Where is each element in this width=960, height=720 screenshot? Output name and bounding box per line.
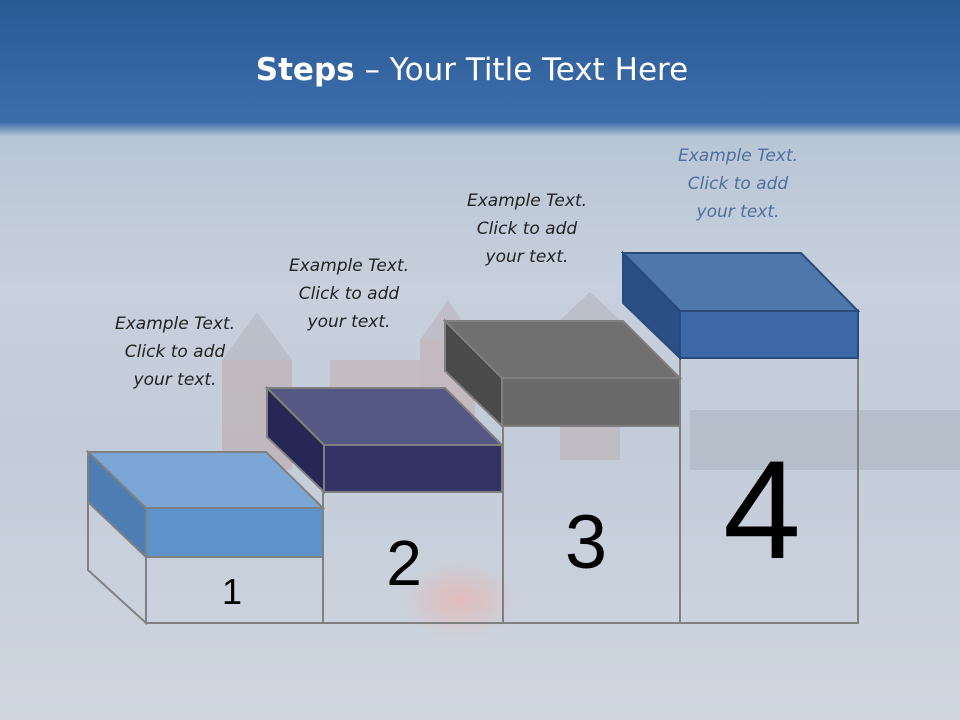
step-3-caption-line: Click to add — [476, 219, 578, 239]
step-4-front — [679, 310, 859, 359]
step-2-caption-line: your text. — [307, 312, 391, 332]
step-3-caption-line: your text. — [485, 247, 569, 267]
step-3-number: 3 — [565, 500, 607, 585]
step-4-caption[interactable]: Example Text. Click to add your text. — [643, 142, 833, 226]
step-1-caption-line: your text. — [133, 370, 217, 390]
step-2-caption-line: Click to add — [298, 284, 400, 304]
step-1-caption-line: Click to add — [124, 342, 226, 362]
step-2-caption-line: Example Text. — [288, 256, 410, 276]
slide-title[interactable]: Steps – Your Title Text Here — [0, 52, 944, 88]
step-4-caption-line: Click to add — [687, 174, 789, 194]
step-2-caption[interactable]: Example Text. Click to add your text. — [254, 252, 444, 336]
step-1-caption[interactable]: Example Text. Click to add your text. — [80, 310, 270, 394]
step-3-caption[interactable]: Example Text. Click to add your text. — [432, 187, 622, 271]
step-2-front — [323, 444, 503, 493]
step-1-number: 1 — [222, 571, 242, 612]
step-1-caption-line: Example Text. — [114, 314, 236, 334]
step-4-caption-line: your text. — [696, 202, 780, 222]
step-4-number: 4 — [723, 431, 801, 588]
step-1-block[interactable] — [85, 449, 326, 560]
step-1-front — [145, 507, 324, 558]
title-rest: – Your Title Text Here — [354, 52, 689, 88]
step-3-block[interactable] — [442, 318, 683, 429]
step-2-number: 2 — [386, 527, 422, 599]
step-4-block[interactable] — [620, 250, 861, 361]
step-2-block[interactable] — [264, 385, 505, 495]
step-4-caption-line: Example Text. — [677, 146, 799, 166]
step-3-front — [501, 377, 681, 427]
step-3-caption-line: Example Text. — [466, 191, 588, 211]
title-bold: Steps — [255, 52, 355, 88]
